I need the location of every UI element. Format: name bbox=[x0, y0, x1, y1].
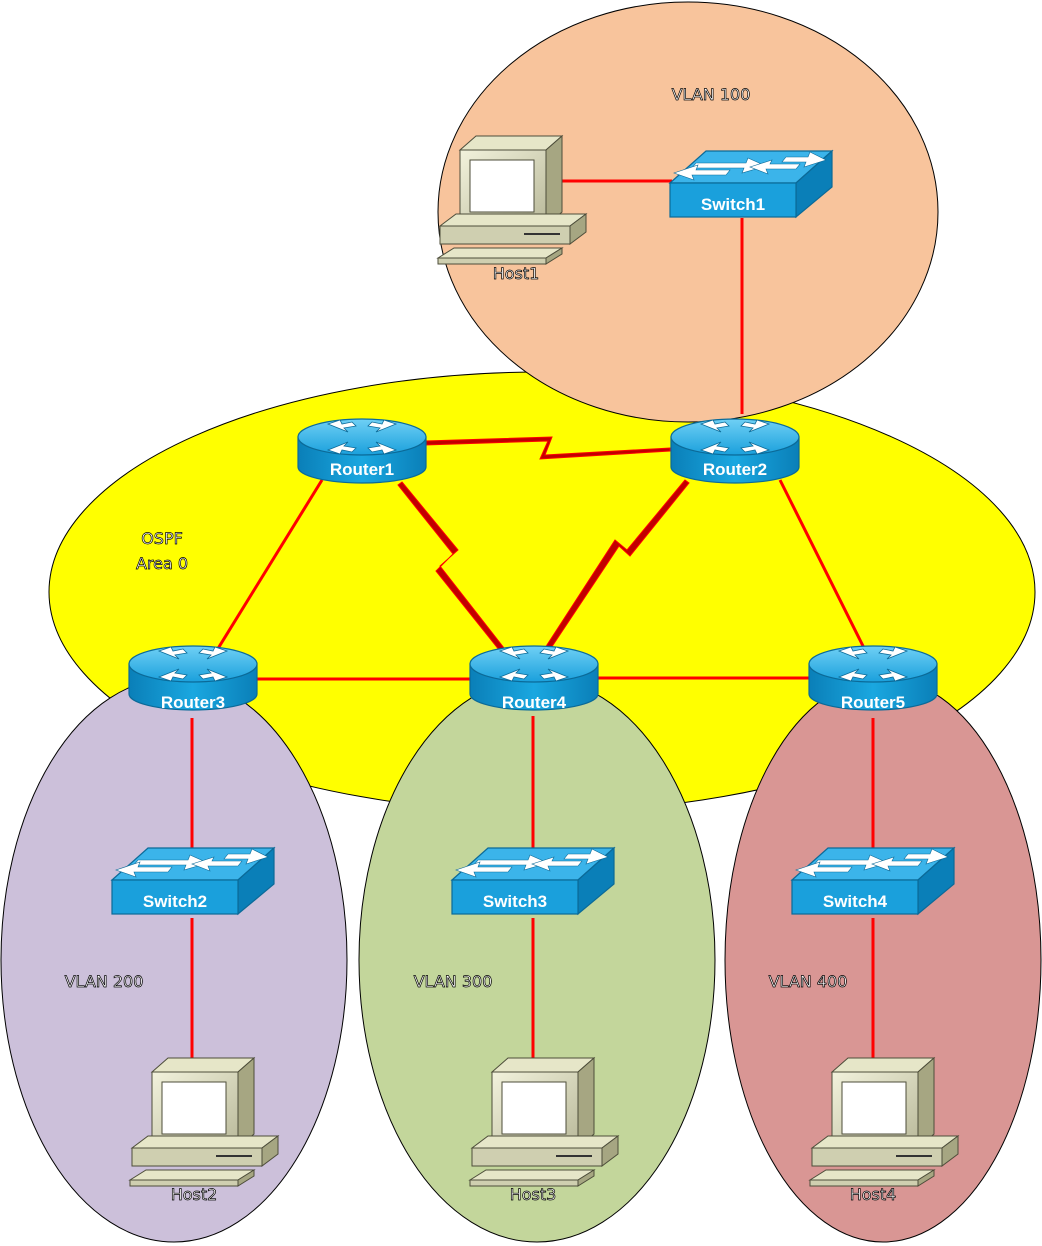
switch-switch4[interactable]: Switch4 bbox=[791, 847, 955, 915]
vlan400-label: VLAN 400 bbox=[769, 972, 848, 991]
router5-label: Router5 bbox=[841, 693, 905, 712]
router-router4[interactable]: Router4 bbox=[469, 645, 599, 712]
vlan200-label: VLAN 200 bbox=[65, 972, 144, 991]
switch-switch3[interactable]: Switch3 bbox=[451, 847, 615, 915]
ospf-label-line1: OSPF bbox=[141, 529, 183, 548]
router-router3[interactable]: Router3 bbox=[128, 645, 258, 712]
host4-label: Host4 bbox=[850, 1185, 897, 1204]
vlan300-label: VLAN 300 bbox=[414, 972, 493, 991]
vlan100-label: VLAN 100 bbox=[672, 85, 751, 104]
host2-label: Host2 bbox=[171, 1185, 218, 1204]
serial-router1-router2 bbox=[424, 436, 671, 460]
router2-label: Router2 bbox=[703, 460, 767, 479]
link-router2-router5 bbox=[778, 479, 868, 653]
switch1-label: Switch1 bbox=[701, 195, 765, 214]
router4-label: Router4 bbox=[502, 693, 567, 712]
switch-switch2[interactable]: Switch2 bbox=[111, 847, 275, 915]
router3-label: Router3 bbox=[161, 693, 225, 712]
host1-label: Host1 bbox=[493, 264, 540, 283]
ospf-label-line2: Area 0 bbox=[136, 554, 188, 573]
router1-label: Router1 bbox=[330, 460, 394, 479]
link-router1-router3 bbox=[212, 479, 324, 656]
router-router5[interactable]: Router5 bbox=[808, 645, 938, 712]
ethernet-links bbox=[190, 179, 875, 1058]
router-router1[interactable]: Router1 bbox=[297, 418, 427, 484]
host3-label: Host3 bbox=[510, 1185, 557, 1204]
switch3-label: Switch3 bbox=[483, 892, 547, 911]
switch2-label: Switch2 bbox=[143, 892, 207, 911]
switch4-label: Switch4 bbox=[823, 892, 888, 911]
router-router2[interactable]: Router2 bbox=[670, 418, 800, 484]
switch-switch1[interactable]: Switch1 bbox=[669, 150, 833, 218]
